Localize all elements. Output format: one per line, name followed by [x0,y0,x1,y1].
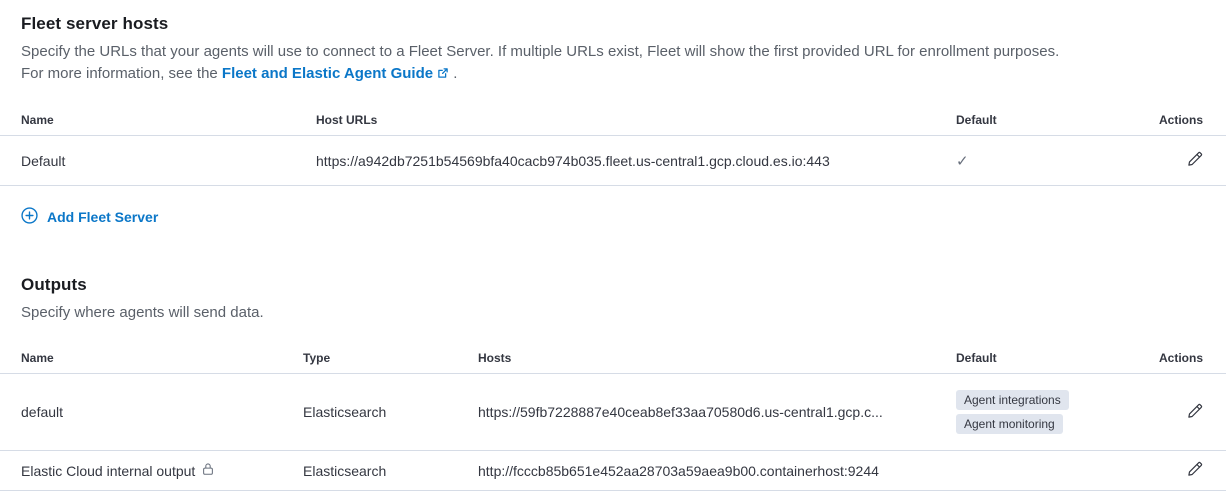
table-row: default Elasticsearch https://59fb722888… [0,374,1226,451]
add-fleet-server-label: Add Fleet Server [47,209,159,225]
outputs-description: Specify where agents will send data. [21,304,264,321]
description-line2-suffix: . [449,65,458,82]
outputs-table: Name Type Hosts Default Actions default … [0,343,1226,491]
fleet-col-header-actions: Actions [1158,113,1203,127]
outputs-col-header-actions: Actions [1158,351,1203,365]
edit-fleet-server-button[interactable] [1187,151,1203,167]
output-hosts: http://fcccb85b651e452aa28703a59aea9b00.… [478,462,879,479]
outputs-section: Outputs Specify where agents will send d… [0,275,1226,491]
pencil-icon [1187,403,1203,422]
output-hosts: https://59fb7228887e40ceab8ef33aa70580d6… [478,404,883,420]
description-line2-prefix: For more information, see the [21,65,222,82]
lock-icon [201,462,215,479]
outputs-col-header-default: Default [956,351,997,365]
table-row: Elastic Cloud internal output Elasticsea… [0,451,1226,491]
outputs-col-header-name: Name [21,351,54,365]
fleet-host-url: https://a942db7251b54569bfa40cacb974b035… [316,152,830,169]
default-badges: Agent integrations Agent monitoring [956,390,1110,434]
outputs-table-header-row: Name Type Hosts Default Actions [0,343,1226,374]
fleet-server-hosts-title: Fleet server hosts [21,14,169,33]
plus-circle-icon [21,207,38,227]
agent-monitoring-badge: Agent monitoring [956,414,1063,434]
external-link-icon [437,64,449,86]
fleet-host-name: Default [21,152,66,169]
fleet-col-header-host-urls: Host URLs [316,113,378,127]
outputs-col-header-hosts: Hosts [478,351,512,365]
table-row: Default https://a942db7251b54569bfa40cac… [0,136,1226,186]
output-type: Elasticsearch [303,404,387,420]
agent-integrations-badge: Agent integrations [956,390,1069,410]
default-checkmark-icon: ✓ [956,152,969,170]
fleet-col-header-default: Default [956,113,997,127]
fleet-server-hosts-table: Name Host URLs Default Actions Default h… [0,105,1226,186]
pencil-icon [1187,461,1203,480]
pencil-icon [1187,151,1203,170]
fleet-elastic-agent-guide-link[interactable]: Fleet and Elastic Agent Guide [221,65,434,82]
fleet-col-header-name: Name [21,113,54,127]
output-name: default [21,404,64,420]
fleet-table-header-row: Name Host URLs Default Actions [0,105,1226,136]
outputs-col-header-type: Type [303,351,331,365]
output-type: Elasticsearch [303,462,387,479]
edit-output-button[interactable] [1187,461,1203,477]
edit-output-button[interactable] [1187,403,1203,419]
output-name: Elastic Cloud internal output [21,462,196,479]
description-line1: Specify the URLs that your agents will u… [21,43,1060,60]
fleet-server-hosts-description: Specify the URLs that your agents will u… [21,41,1205,86]
fleet-server-hosts-section: Fleet server hosts Specify the URLs that… [0,14,1226,229]
outputs-title: Outputs [21,275,87,294]
add-fleet-server-button[interactable]: Add Fleet Server [21,207,158,227]
